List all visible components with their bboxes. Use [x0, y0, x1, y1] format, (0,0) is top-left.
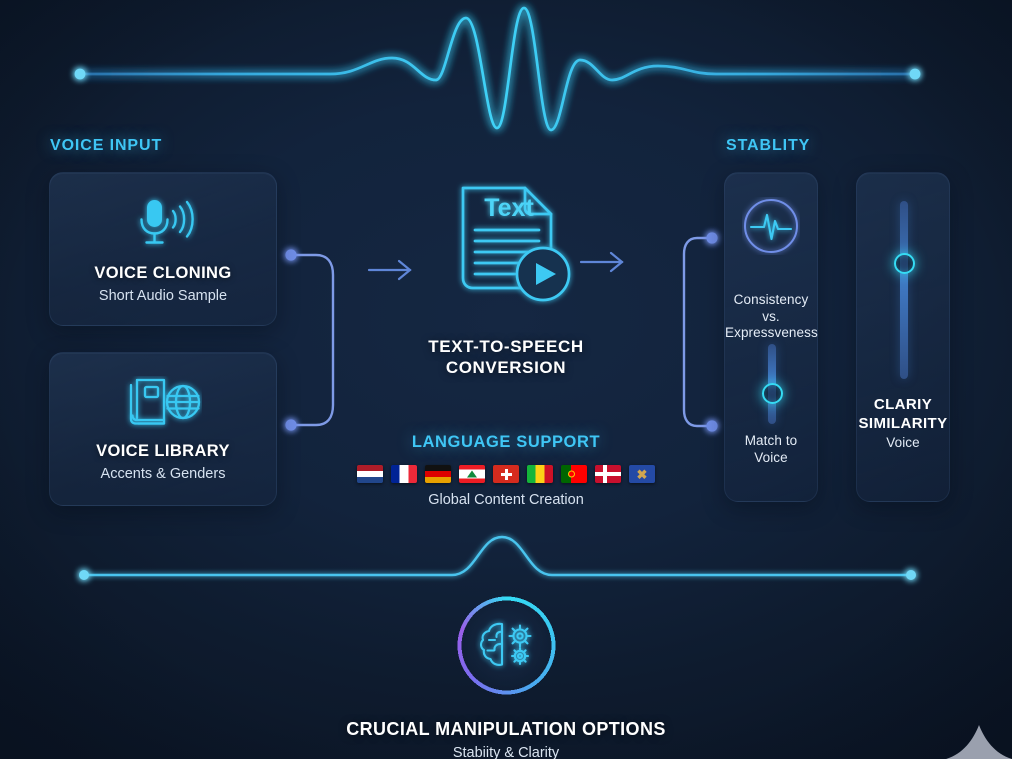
- clarity-slider-track[interactable]: [900, 201, 908, 379]
- panel-clarity-similarity[interactable]: CLARIY SIMILARITY Voice: [856, 172, 950, 502]
- card-title: VOICE LIBRARY: [96, 442, 230, 460]
- brain-gears-icon: [456, 596, 556, 695]
- language-subtitle: Global Content Creation: [428, 492, 584, 508]
- section-title-stability: STABLITY: [726, 137, 811, 154]
- stability-slider-label: Match to Voice: [725, 433, 817, 466]
- bottom-title: CRUCIAL MANIPULATION OPTIONS: [346, 719, 666, 739]
- gradient-ring: [456, 596, 556, 695]
- stability-label-line1: Consistency vs.: [733, 292, 809, 324]
- clarity-title-line2: SIMILARITY: [858, 415, 948, 432]
- panel-stability[interactable]: Consistency vs. Expressveness Match to V…: [724, 172, 818, 502]
- language-flags-row: ✖: [0, 465, 1012, 483]
- tts-title: TEXT-TO-SPEECH CONVERSION: [428, 336, 583, 378]
- france-flag: [391, 465, 417, 483]
- stability-slider-knob[interactable]: [761, 383, 783, 404]
- microphone-icon: [128, 194, 198, 252]
- card-voice-cloning[interactable]: VOICE CLONING Short Audio Sample: [49, 172, 277, 326]
- bottom-summary-block: CRUCIAL MANIPULATION OPTIONS Stabiity & …: [0, 596, 1012, 759]
- card-subtitle: Short Audio Sample: [98, 288, 228, 304]
- bottom-subtitle: Stabiity & Clarity: [452, 745, 560, 759]
- netherlands-flag: [357, 465, 383, 483]
- denmark-flag: [595, 465, 621, 483]
- portugal-flag: [561, 465, 587, 483]
- stability-slider-label-line1: Match to: [744, 433, 798, 448]
- section-title-voice-input: VOICE INPUT: [50, 137, 163, 154]
- document-play-icon: Text: [432, 168, 580, 318]
- book-globe-icon: [124, 376, 202, 430]
- card-title: VOICE CLONING: [94, 264, 232, 282]
- stability-label: Consistency vs. Expressveness: [725, 292, 818, 342]
- section-title-language-support: LANGUAGE SUPPORT: [411, 433, 601, 451]
- card-subtitle: Accents & Genders: [100, 466, 226, 482]
- clarity-slider-knob[interactable]: [893, 253, 915, 274]
- stability-slider-label-line2: Voice: [754, 449, 788, 465]
- doc-text-label: Text: [484, 194, 534, 222]
- clarity-subtitle: Voice: [886, 435, 920, 450]
- pulse-wave-icon: [725, 197, 817, 255]
- lebanon-flag: [459, 465, 485, 483]
- tts-title-line2: CONVERSION: [445, 358, 567, 377]
- switzerland-flag: [493, 465, 519, 483]
- clarity-title-line1: CLARIY: [873, 396, 933, 413]
- clarity-title: CLARIY SIMILARITY: [857, 395, 949, 433]
- stability-label-line2: Expressveness: [725, 325, 818, 340]
- tts-title-line1: TEXT-TO-SPEECH: [428, 337, 584, 356]
- card-voice-library[interactable]: VOICE LIBRARY Accents & Genders: [49, 352, 277, 506]
- mali-flag: [527, 465, 553, 483]
- kosovo-flag: ✖: [629, 465, 655, 483]
- germany-flag: [425, 465, 451, 483]
- text-to-speech-block: Text TEXT-TO-SPEECH CONVERSION: [0, 168, 1012, 378]
